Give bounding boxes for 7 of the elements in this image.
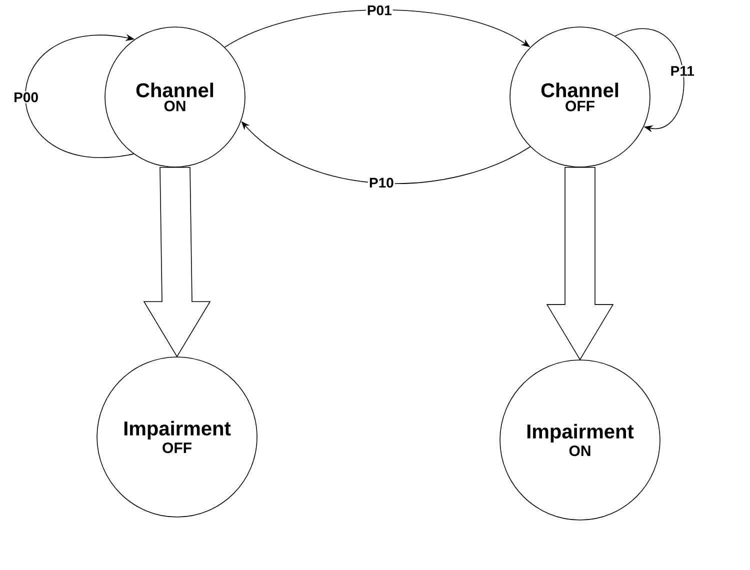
edge-label: P00 [12, 91, 40, 104]
edge-label: P11 [669, 65, 696, 77]
edge-label: P01 [366, 4, 393, 16]
edge-label: P10 [368, 176, 395, 189]
block-arrow [546, 166, 614, 360]
block-arrow [143, 166, 211, 358]
arrow [614, 29, 684, 132]
